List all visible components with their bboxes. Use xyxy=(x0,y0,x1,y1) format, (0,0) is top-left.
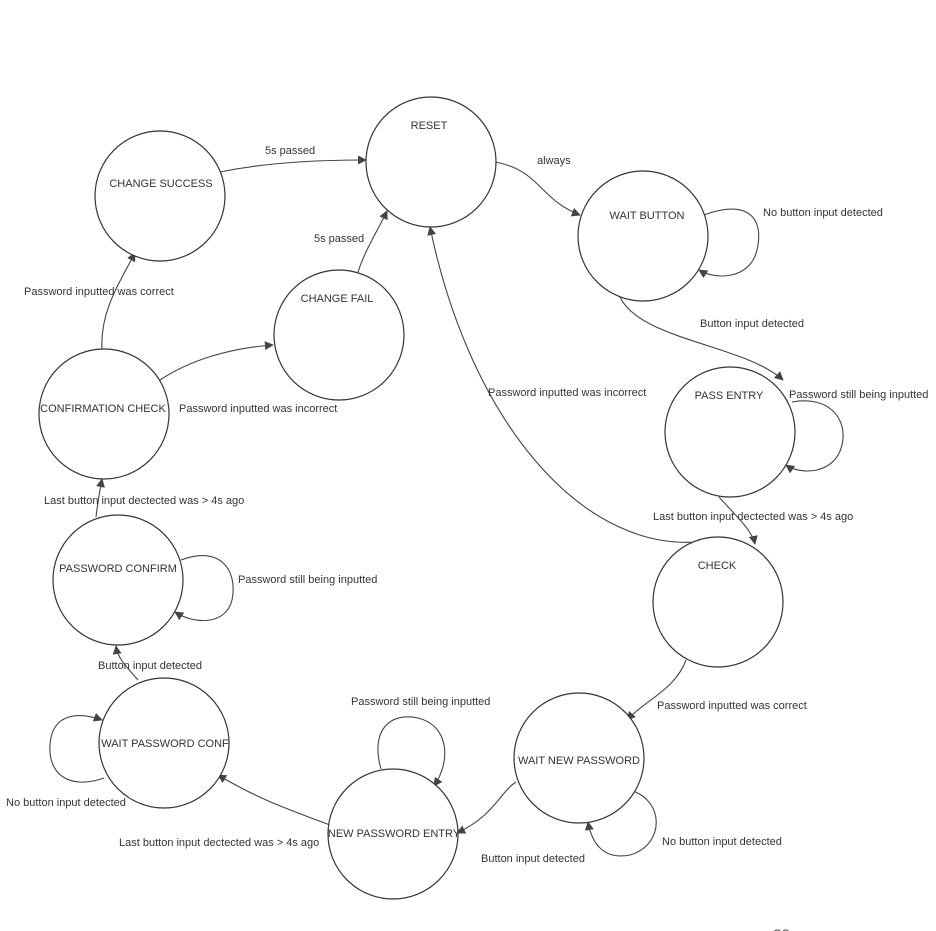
edge-reset-to-wait-button xyxy=(494,161,581,217)
edge-pass-entry-loop xyxy=(785,400,844,474)
state-wait-new-password-label: WAIT NEW PASSWORD xyxy=(518,755,640,767)
state-confirmation-check: CONFIRMATION CHECK xyxy=(38,348,170,480)
state-confirmation-check-label: CONFIRMATION CHECK xyxy=(40,403,166,415)
edge-new-password-entry-loop xyxy=(377,716,446,787)
edge-wait-conf-to-password-confirm xyxy=(112,645,139,681)
state-password-confirm: PASSWORD CONFIRM xyxy=(52,514,184,646)
label-confirmation-check-to-success: Password inputted was correct xyxy=(24,286,174,298)
edge-check-to-reset xyxy=(427,226,698,543)
label-wait-new-password-to-entry: Button input detected xyxy=(481,853,585,865)
edge-wait-button-loop xyxy=(698,208,760,279)
state-wait-button: WAIT BUTTON xyxy=(577,170,709,302)
label-check-to-reset: Password inputted was incorrect xyxy=(488,387,646,399)
state-new-password-entry: NEW PASSWORD ENTRY xyxy=(327,768,461,900)
edge-wait-button-to-pass-entry xyxy=(619,296,784,381)
label-confirmation-check-to-fail: Password inputted was incorrect xyxy=(179,403,337,415)
edge-check-to-wait-new-password xyxy=(626,659,687,721)
label-success-to-reset: 5s passed xyxy=(265,145,315,157)
label-fail-to-reset: 5s passed xyxy=(314,233,364,245)
edge-wait-password-conf-loop xyxy=(49,713,105,783)
state-new-password-entry-label: NEW PASSWORD ENTRY xyxy=(328,828,461,840)
edge-confirmation-check-to-success xyxy=(101,252,136,351)
edge-password-confirm-loop xyxy=(174,555,234,622)
edge-confirmation-check-to-fail xyxy=(159,341,274,381)
label-wait-new-password-loop: No button input detected xyxy=(662,836,782,848)
state-reset: RESET xyxy=(365,96,497,228)
edge-wait-new-password-to-entry xyxy=(456,781,517,834)
label-reset-to-wait-button: always xyxy=(537,155,571,167)
state-check-label: CHECK xyxy=(698,560,737,572)
state-change-fail-label: CHANGE FAIL xyxy=(301,293,374,305)
label-wait-button-to-pass-entry: Button input detected xyxy=(700,318,804,330)
edge-pass-entry-to-check xyxy=(718,496,758,545)
state-change-success-label: CHANGE SUCCESS xyxy=(109,178,212,190)
state-reset-label: RESET xyxy=(411,120,448,132)
state-password-confirm-label: PASSWORD CONFIRM xyxy=(59,563,177,575)
state-wait-new-password: WAIT NEW PASSWORD xyxy=(513,692,645,824)
label-new-password-entry-to-wait-conf: Last button input dectected was > 4s ago xyxy=(119,837,319,849)
state-wait-password-conf-label: WAIT PASSWORD CONF xyxy=(101,738,229,750)
edge-wait-new-password-loop xyxy=(584,789,657,857)
state-wait-button-label: WAIT BUTTON xyxy=(610,210,685,222)
label-password-confirm-to-confirmation-check: Last button input dectected was > 4s ago xyxy=(44,495,244,507)
label-wait-button-loop: No button input detected xyxy=(763,207,883,219)
label-pass-entry-loop: Password still being inputted xyxy=(789,389,928,401)
edge-success-to-reset xyxy=(219,155,367,173)
edge-new-password-entry-to-wait-conf xyxy=(217,774,331,826)
label-wait-password-conf-loop: No button input detected xyxy=(6,797,126,809)
corner-mark: GC xyxy=(773,928,790,931)
label-new-password-entry-loop: Password still being inputted xyxy=(351,696,490,708)
state-check: CHECK xyxy=(652,536,784,668)
state-pass-entry: PASS ENTRY xyxy=(664,366,796,498)
state-change-success: CHANGE SUCCESS xyxy=(94,130,226,262)
label-pass-entry-to-check: Last button input dectected was > 4s ago xyxy=(653,511,853,523)
edge-password-confirm-to-confirmation-check xyxy=(95,478,105,518)
label-wait-conf-to-password-confirm: Button input detected xyxy=(98,660,202,672)
state-change-fail: CHANGE FAIL xyxy=(273,269,405,401)
state-pass-entry-label: PASS ENTRY xyxy=(695,390,764,402)
label-password-confirm-loop: Password still being inputted xyxy=(238,574,377,586)
edge-fail-to-reset xyxy=(357,210,388,273)
state-wait-password-conf: WAIT PASSWORD CONF xyxy=(98,677,230,809)
label-check-to-wait-new-password: Password inputted was correct xyxy=(657,700,807,712)
